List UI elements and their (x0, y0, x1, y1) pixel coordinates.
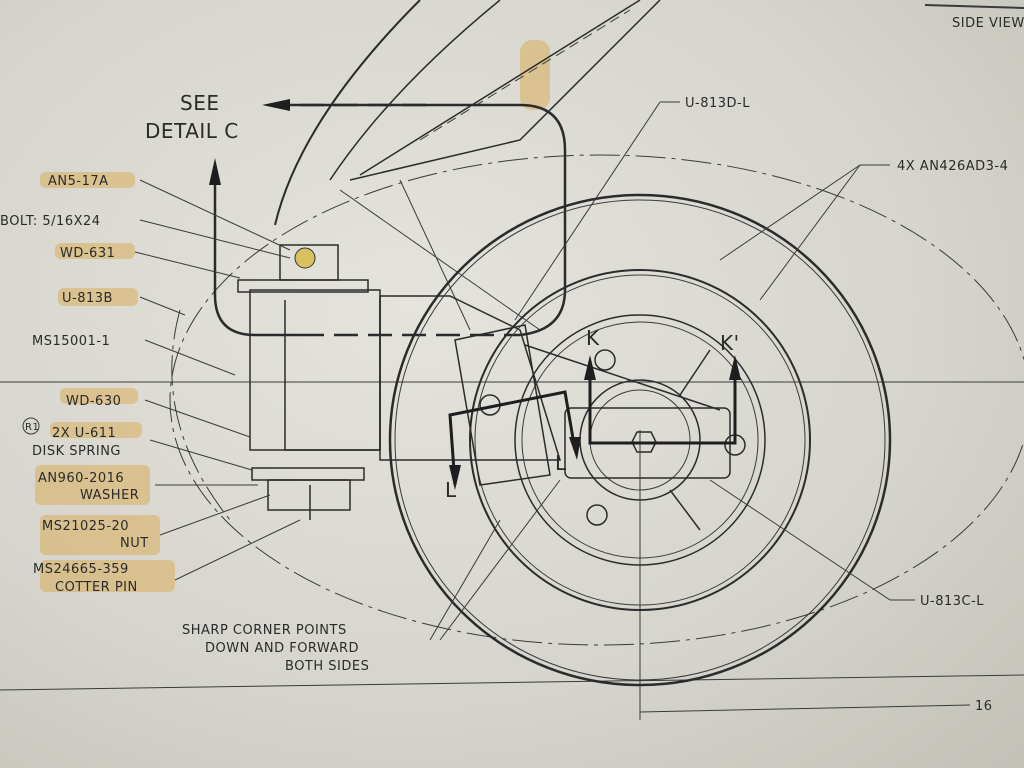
callout-washer: WASHER (80, 488, 139, 503)
section-mark-l-left: L (445, 478, 457, 502)
callout-ms21025-20: MS21025-20 (42, 519, 129, 534)
callout-ms15001-1: MS15001-1 (32, 334, 110, 349)
callout-bolt: BOLT: 5/16X24 (0, 214, 101, 229)
highlighter-marks (35, 40, 550, 592)
section-mark-k-prime: K' (720, 331, 740, 355)
callout-u-813c-l: U-813C-L (920, 594, 984, 609)
callout-wd-631: WD-631 (60, 246, 115, 261)
callout-u-813d-l: U-813D-L (685, 96, 750, 111)
callout-u-813b: U-813B (62, 291, 113, 306)
side-view-label: SIDE VIEW (952, 16, 1024, 31)
callout-an426ad3: 4X AN426AD3-4 (897, 159, 1008, 174)
revision-circle (22, 417, 40, 435)
detail-c-label: DETAIL C (145, 119, 239, 143)
revision-mark: R1 (25, 422, 39, 433)
note-line-3: BOTH SIDES (285, 659, 369, 674)
note-line-1: SHARP CORNER POINTS (182, 623, 347, 638)
section-mark-k: K (586, 326, 600, 350)
callout-disk-spring: DISK SPRING (32, 444, 121, 459)
callout-nut: NUT (120, 536, 149, 551)
leader-lines (134, 4, 1024, 713)
see-label: SEE (180, 91, 219, 115)
section-mark-l-right: L (555, 451, 567, 475)
callout-an5-17a: AN5-17A (48, 174, 109, 189)
callout-wd-630: WD-630 (66, 394, 121, 409)
dimension-16: 16 (975, 699, 993, 714)
callout-an960-2016: AN960-2016 (38, 471, 124, 486)
note-line-2: DOWN AND FORWARD (205, 641, 359, 656)
callout-u-611: 2X U-611 (52, 426, 116, 441)
callout-cotter-pin: COTTER PIN (55, 580, 138, 595)
callout-ms24665-359: MS24665-359 (33, 562, 129, 577)
